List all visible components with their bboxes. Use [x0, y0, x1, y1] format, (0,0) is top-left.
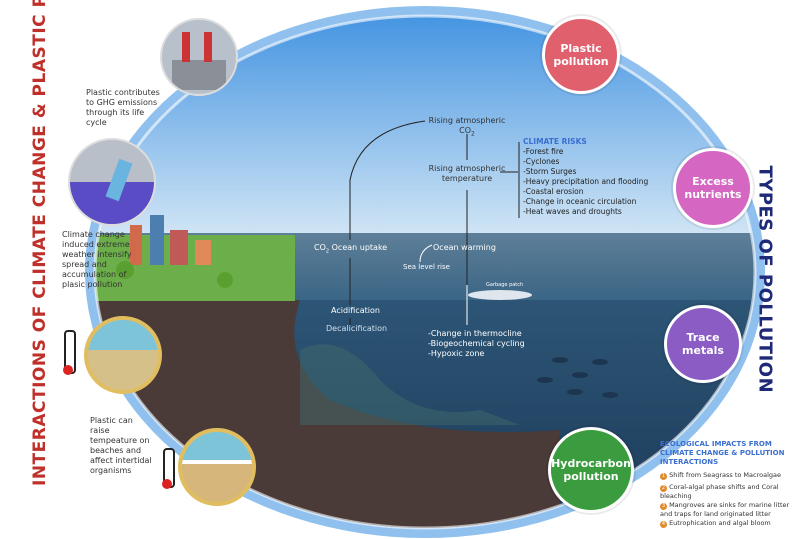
garbage-patch-label: Garbage patch	[486, 282, 524, 288]
rising-temperature: Rising atmospheric temperature	[428, 164, 506, 183]
interaction-ghg: Plastic contributes to GHG emissions thr…	[86, 88, 160, 127]
pollution-hydrocarbon[interactable]: Hydrocarbon pollution	[548, 427, 634, 513]
ocean-effects: -Change in thermocline-Biogeochemical cy…	[428, 329, 525, 358]
pollution-trace-metals[interactable]: Trace metals	[664, 305, 742, 383]
floating-plastic-icon	[68, 138, 156, 226]
factory-icon	[160, 18, 238, 96]
climate-risks: CLIMATE RISKS -Forest fire-Cyclones-Stor…	[523, 137, 649, 216]
interaction-extreme-weather: Climate change induced extreme weather i…	[62, 230, 132, 289]
interaction-beach-temperature: Plastic can raise tempeature on beaches …	[90, 416, 152, 475]
right-title: TYPES OF POLLUTION	[754, 165, 776, 394]
beach-plastic-icon	[84, 316, 162, 394]
decalcification: Decalicification	[326, 324, 388, 333]
pollution-excess-nutrients[interactable]: Excess nutrients	[673, 148, 753, 228]
ecological-impacts: ECOLOGICAL IMPACTS FROM CLIMATE CHANGE &…	[660, 440, 790, 528]
thermometer-icon	[63, 330, 76, 375]
acidification: Acidification	[331, 306, 380, 315]
sea-level-rise: Sea level rise	[403, 263, 450, 271]
rising-co2: Rising atmospheric CO2	[428, 116, 506, 138]
ocean-warming: Ocean warming	[433, 243, 496, 252]
ocean-uptake: CO2 Ocean uptake	[314, 243, 388, 255]
beach-icon	[178, 428, 256, 506]
pollution-plastic[interactable]: Plastic pollution	[542, 16, 620, 94]
garbage-patch	[468, 290, 532, 300]
left-title: INTERACTIONS OF CLIMATE CHANGE & PLASTIC…	[30, 0, 50, 486]
thermometer-icon	[162, 448, 175, 489]
